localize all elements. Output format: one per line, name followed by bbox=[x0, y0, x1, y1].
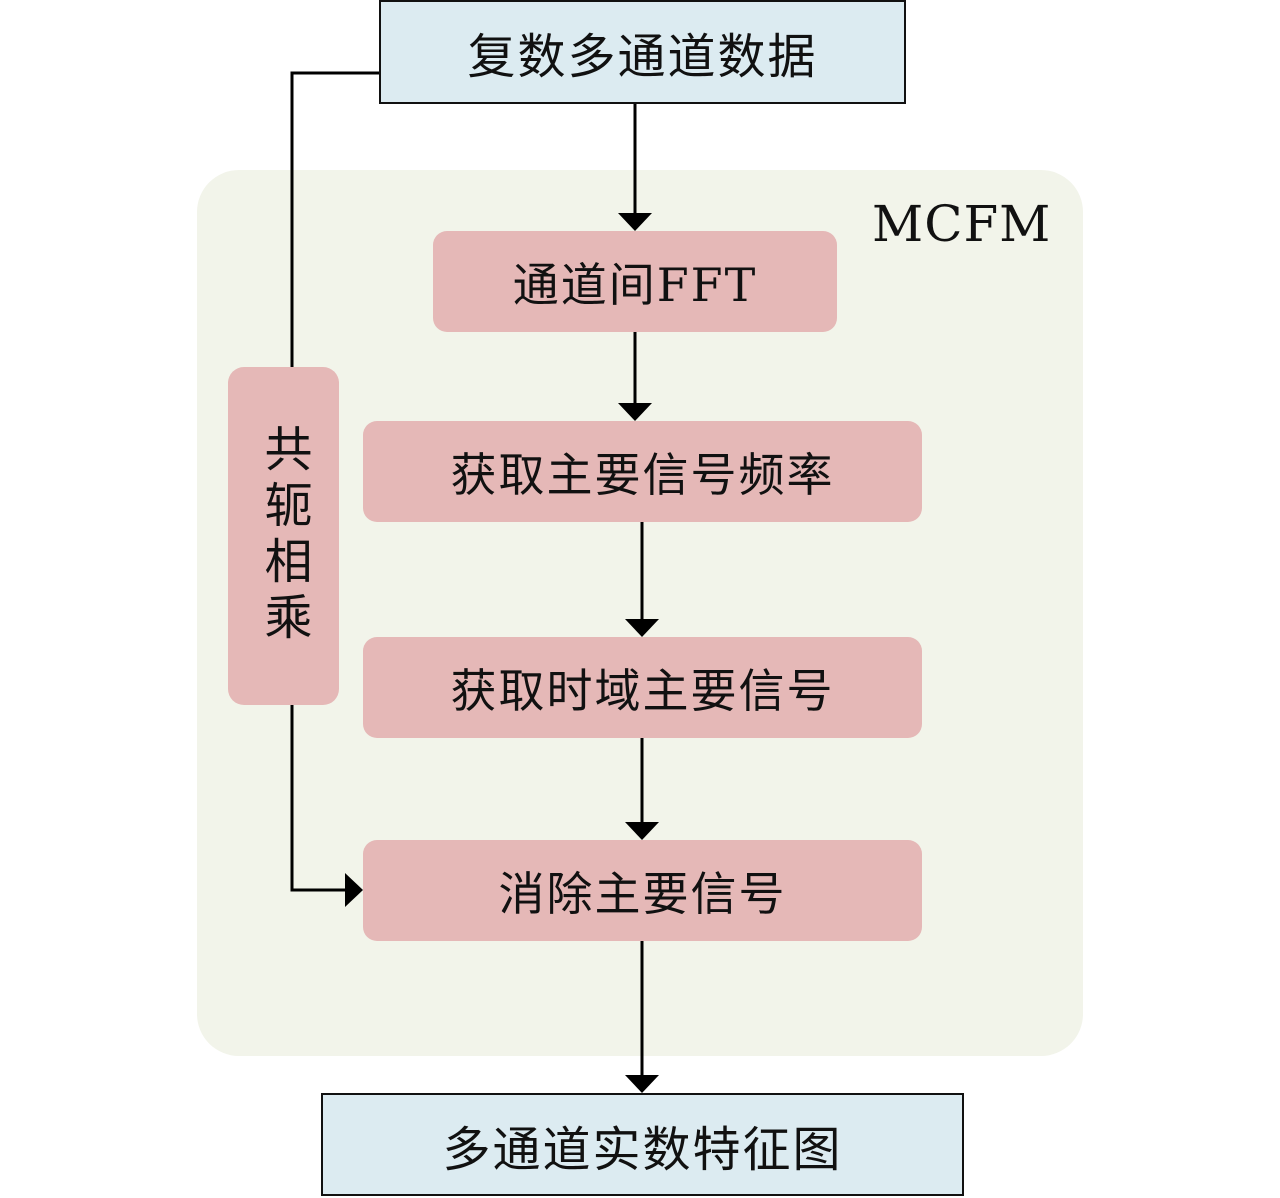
arrowhead-freq bbox=[618, 403, 652, 421]
remove-node: 消除主要信号 bbox=[363, 840, 922, 941]
fft-node-label: 通道间FFT bbox=[512, 257, 758, 312]
conj-node: 共轭相乘 bbox=[228, 367, 339, 705]
arrowhead-time bbox=[625, 619, 659, 637]
remove-node-label: 消除主要信号 bbox=[498, 866, 787, 921]
edge-input-to-conj bbox=[290, 71, 379, 367]
time-node: 获取时域主要信号 bbox=[363, 637, 922, 738]
output-node: 多通道实数特征图 bbox=[321, 1093, 964, 1196]
conj-node-label: 共轭相乘 bbox=[255, 424, 312, 648]
fft-node: 通道间FFT bbox=[433, 231, 837, 332]
freq-node: 获取主要信号频率 bbox=[363, 421, 922, 522]
input-node-label: 复数多通道数据 bbox=[467, 29, 818, 85]
input-node: 复数多通道数据 bbox=[379, 0, 906, 104]
time-node-label: 获取时域主要信号 bbox=[450, 663, 835, 718]
mcfm-group-label: MCFM bbox=[872, 195, 1052, 253]
arrowhead-conj-remove bbox=[345, 873, 363, 907]
edge-conj-to-remove bbox=[290, 705, 345, 892]
freq-node-label: 获取主要信号频率 bbox=[450, 447, 835, 502]
output-node-label: 多通道实数特征图 bbox=[442, 1121, 843, 1178]
arrowhead-output bbox=[625, 1075, 659, 1093]
arrowhead-fft bbox=[618, 213, 652, 231]
arrowhead-remove bbox=[625, 822, 659, 840]
